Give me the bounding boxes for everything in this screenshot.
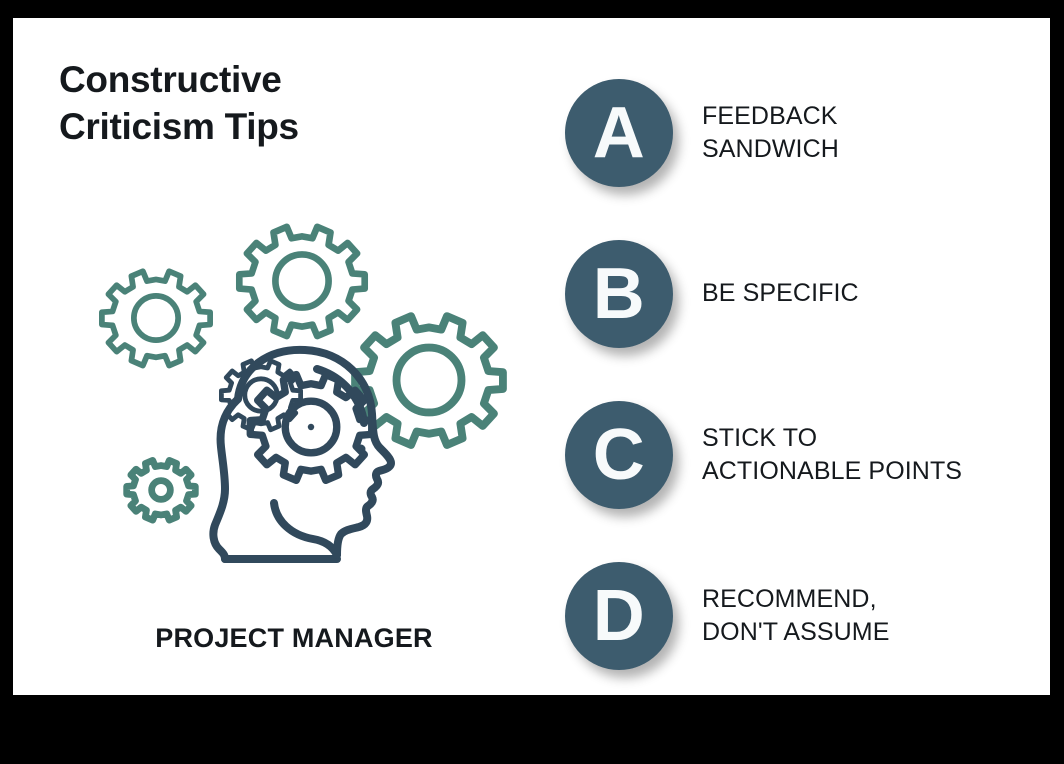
gear-icon-tiny-left xyxy=(123,456,199,524)
tip-item-c[interactable]: C STICK TO ACTIONABLE POINTS xyxy=(549,374,1039,535)
content-card: Constructive Criticism Tips xyxy=(13,18,1050,695)
tip-label-c-line-1: STICK TO xyxy=(702,423,818,452)
tip-label-c: STICK TO ACTIONABLE POINTS xyxy=(702,422,962,488)
tip-letter-b: B xyxy=(592,253,646,334)
gear-icon-top-middle xyxy=(235,223,369,340)
tip-item-a[interactable]: A FEEDBACK SANDWICH xyxy=(549,52,1039,213)
tip-label-b: BE SPECIFIC xyxy=(702,277,859,310)
gear-icon-small-left xyxy=(99,268,213,369)
title-line-1: Constructive xyxy=(59,59,282,100)
tip-item-d[interactable]: D RECOMMEND, DON'T ASSUME xyxy=(549,535,1039,696)
title-line-2: Criticism Tips xyxy=(59,106,299,147)
brain-gears-group xyxy=(218,358,376,485)
tips-list: A FEEDBACK SANDWICH B BE SPECIFIC C xyxy=(549,52,1039,696)
tip-label-d: RECOMMEND, DON'T ASSUME xyxy=(702,583,890,649)
tip-letter-d: D xyxy=(592,575,646,656)
head-with-gears-illustration xyxy=(73,203,523,563)
role-caption: PROJECT MANAGER xyxy=(155,623,433,653)
tip-badge-c: C xyxy=(565,400,673,509)
tip-label-b-line-1: BE SPECIFIC xyxy=(702,279,859,307)
tip-label-d-line-1: RECOMMEND, xyxy=(702,584,877,613)
tip-label-a-line-1: FEEDBACK xyxy=(702,101,838,130)
tip-label-a-line-2: SANDWICH xyxy=(702,134,839,163)
tip-label-d-line-2: DON'T ASSUME xyxy=(702,617,890,646)
tip-badge-d: D xyxy=(565,561,673,670)
tip-label-c-line-2: ACTIONABLE POINTS xyxy=(702,456,963,485)
tip-badge-b: B xyxy=(565,239,673,348)
tip-item-b[interactable]: B BE SPECIFIC xyxy=(549,213,1039,374)
tip-letter-c: C xyxy=(592,414,646,495)
page-title: Constructive Criticism Tips xyxy=(59,56,529,150)
tip-letter-a: A xyxy=(592,92,646,173)
illustration-svg xyxy=(99,223,507,563)
gear-icon-brain-large xyxy=(246,370,376,485)
tip-label-a: FEEDBACK SANDWICH xyxy=(702,100,839,166)
gear-icon-large-right xyxy=(351,312,507,449)
tip-badge-a: A xyxy=(565,78,673,187)
floating-gears-group xyxy=(99,223,507,524)
